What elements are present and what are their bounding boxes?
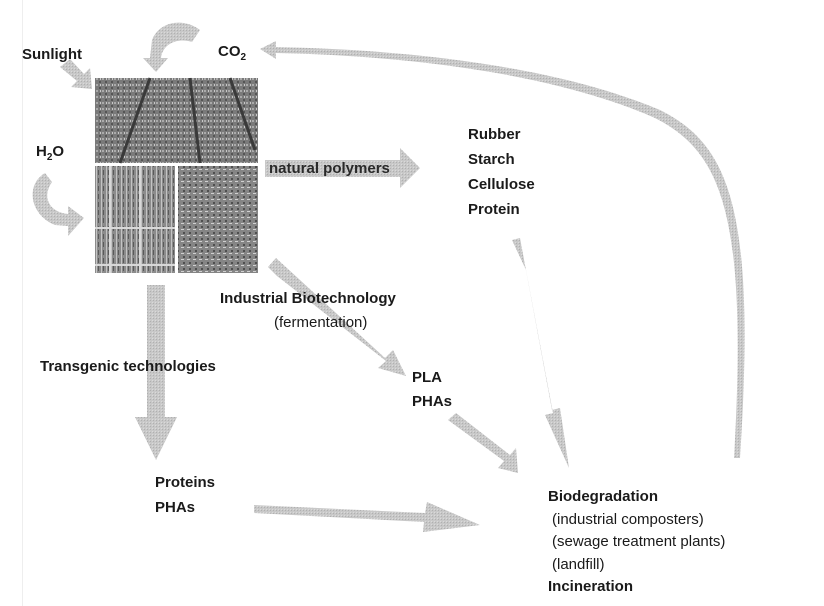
transgenic-products: Proteins PHAs [155, 470, 215, 520]
product-pla: PLA [412, 369, 442, 386]
transgenic-products-to-biodegradation-arrow [254, 502, 480, 532]
product-phas-transgenic: PHAs [155, 499, 196, 516]
h2o-label: H2O [36, 143, 64, 167]
biotech-products-to-biodegradation-arrow [448, 413, 518, 473]
h2o-o: O [52, 143, 65, 160]
product-phas-biotech: PHAs [412, 393, 453, 410]
incineration: Incineration [548, 578, 634, 595]
h2o-subscript: 2 [46, 152, 53, 163]
co2-return-arrow [260, 41, 745, 458]
end-of-life-block: Biodegradation (industrial composters) (… [548, 486, 725, 599]
natural-polymer-products: Rubber Starch Cellulose Protein [468, 122, 535, 222]
natural-polymers-arrow [265, 148, 420, 188]
landfill: (landfill) [552, 555, 605, 573]
product-starch: Starch [468, 151, 515, 168]
sunlight-arrow [60, 59, 92, 89]
h2o-h: H [36, 143, 47, 160]
product-protein: Protein [468, 201, 520, 218]
biotech-products: PLA PHAs [412, 366, 452, 414]
crop-photo-panel [95, 77, 258, 273]
product-proteins: Proteins [155, 474, 216, 491]
sunlight-label: Sunlight [22, 46, 82, 63]
co2-uptake-arrow [143, 22, 200, 73]
product-rubber: Rubber [468, 126, 521, 143]
product-cellulose: Cellulose [468, 176, 535, 193]
co2-label: CO2 [218, 43, 246, 67]
industrial-biotech-arrow [268, 258, 406, 376]
co2-subscript: 2 [240, 52, 247, 63]
transgenic-arrow [135, 285, 177, 460]
page-border [22, 0, 23, 606]
h2o-arrow [32, 173, 84, 236]
fermentation-label: (fermentation) [274, 314, 368, 331]
co2-text: CO [218, 43, 241, 60]
crop-photo-top [95, 78, 258, 163]
sewage-treatment-plants: (sewage treatment plants) [552, 533, 726, 550]
crop-photo-bottom-left [95, 166, 175, 273]
crop-photo-bottom-right [178, 166, 258, 273]
biodegradation-title: Biodegradation [548, 488, 659, 505]
natural-products-to-biodegradation-arrow [512, 238, 569, 468]
transgenic-label: Transgenic technologies [40, 358, 216, 375]
industrial-biotech-label: Industrial Biotechnology [220, 290, 396, 307]
industrial-composters: (industrial composters) [552, 510, 704, 528]
natural-polymers-label: natural polymers [269, 160, 390, 177]
